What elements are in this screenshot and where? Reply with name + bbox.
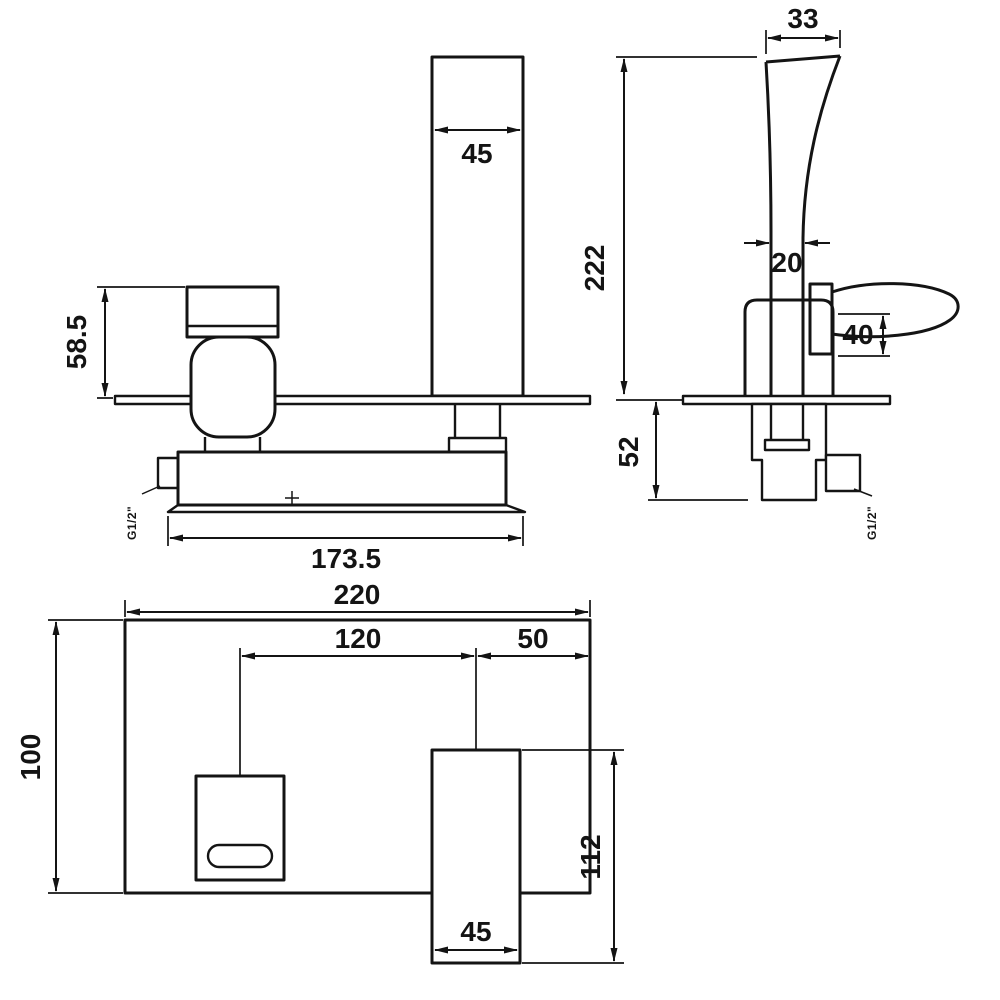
front-body-width-extlines bbox=[167, 516, 524, 546]
plan-center-distance-label: 120 bbox=[335, 623, 382, 654]
front-manifold-body bbox=[176, 450, 508, 507]
plan-handle-slot bbox=[206, 843, 274, 869]
front-centerline-cross bbox=[285, 491, 299, 505]
side-total-height-label: 222 bbox=[579, 245, 610, 292]
side-lever-base bbox=[808, 282, 834, 356]
side-thread-label: G1/2" bbox=[865, 506, 879, 540]
plan-spout-length-label: 112 bbox=[575, 834, 606, 879]
front-handle-height-extlines bbox=[97, 286, 185, 399]
front-body-width-label: 173.5 bbox=[311, 543, 381, 574]
plan-plate-width-label: 220 bbox=[334, 579, 381, 610]
plan-plate-height-label: 100 bbox=[15, 734, 46, 781]
side-inlet-fitting bbox=[824, 453, 862, 493]
side-spout-connector-flange bbox=[763, 438, 811, 452]
plan-edge-distance-label: 50 bbox=[517, 623, 548, 654]
side-handle-label: 40 bbox=[842, 319, 873, 350]
front-spout-width-label: 45 bbox=[461, 138, 492, 169]
side-spout-connector bbox=[769, 404, 805, 440]
side-spout-thickness-label: 20 bbox=[771, 247, 802, 278]
side-valve-block bbox=[750, 402, 828, 502]
side-view: 33 20 40 222 52 G1/2" bbox=[579, 3, 960, 540]
front-handle-lever-outline bbox=[185, 285, 280, 339]
front-inlet-fitting bbox=[156, 456, 180, 490]
front-handle-height-label: 58.5 bbox=[61, 315, 92, 370]
plan-spout-length-extlines bbox=[522, 749, 624, 964]
plan-spout-outline bbox=[430, 748, 522, 965]
front-spout-connector bbox=[453, 404, 502, 438]
side-below-wall-label: 52 bbox=[613, 436, 644, 467]
front-spout-connector-flange bbox=[447, 436, 508, 454]
plan-view: 220 120 50 100 112 45 bbox=[15, 579, 624, 965]
plan-center-extlines bbox=[239, 648, 477, 776]
side-spout-tip-extlines bbox=[765, 30, 841, 54]
side-lever-arm bbox=[831, 282, 960, 339]
plan-plate-height-extlines bbox=[48, 619, 123, 894]
front-handle-valve-connectors bbox=[203, 437, 262, 452]
plan-spout-width-label: 45 bbox=[460, 916, 491, 947]
front-wall-plate bbox=[113, 394, 592, 406]
plan-handle-outline bbox=[194, 774, 286, 882]
plan-plate-width-extlines bbox=[124, 600, 591, 617]
side-total-height-extlines bbox=[616, 56, 757, 401]
front-body-baseline bbox=[166, 503, 527, 514]
front-thread-leader bbox=[141, 485, 161, 495]
side-spout-tip-label: 33 bbox=[787, 3, 818, 34]
side-spout-curve bbox=[764, 54, 842, 396]
side-thread-leader bbox=[853, 488, 873, 497]
front-handle-body-dome bbox=[189, 335, 277, 439]
front-view: 45 58.5 173.5 G1/2" bbox=[61, 55, 592, 574]
side-handle-extlines bbox=[838, 313, 890, 357]
side-mixer-body bbox=[743, 298, 835, 396]
front-thread-label: G1/2" bbox=[125, 506, 139, 540]
front-spout-outline bbox=[430, 55, 525, 398]
side-wall-plate bbox=[681, 394, 892, 406]
